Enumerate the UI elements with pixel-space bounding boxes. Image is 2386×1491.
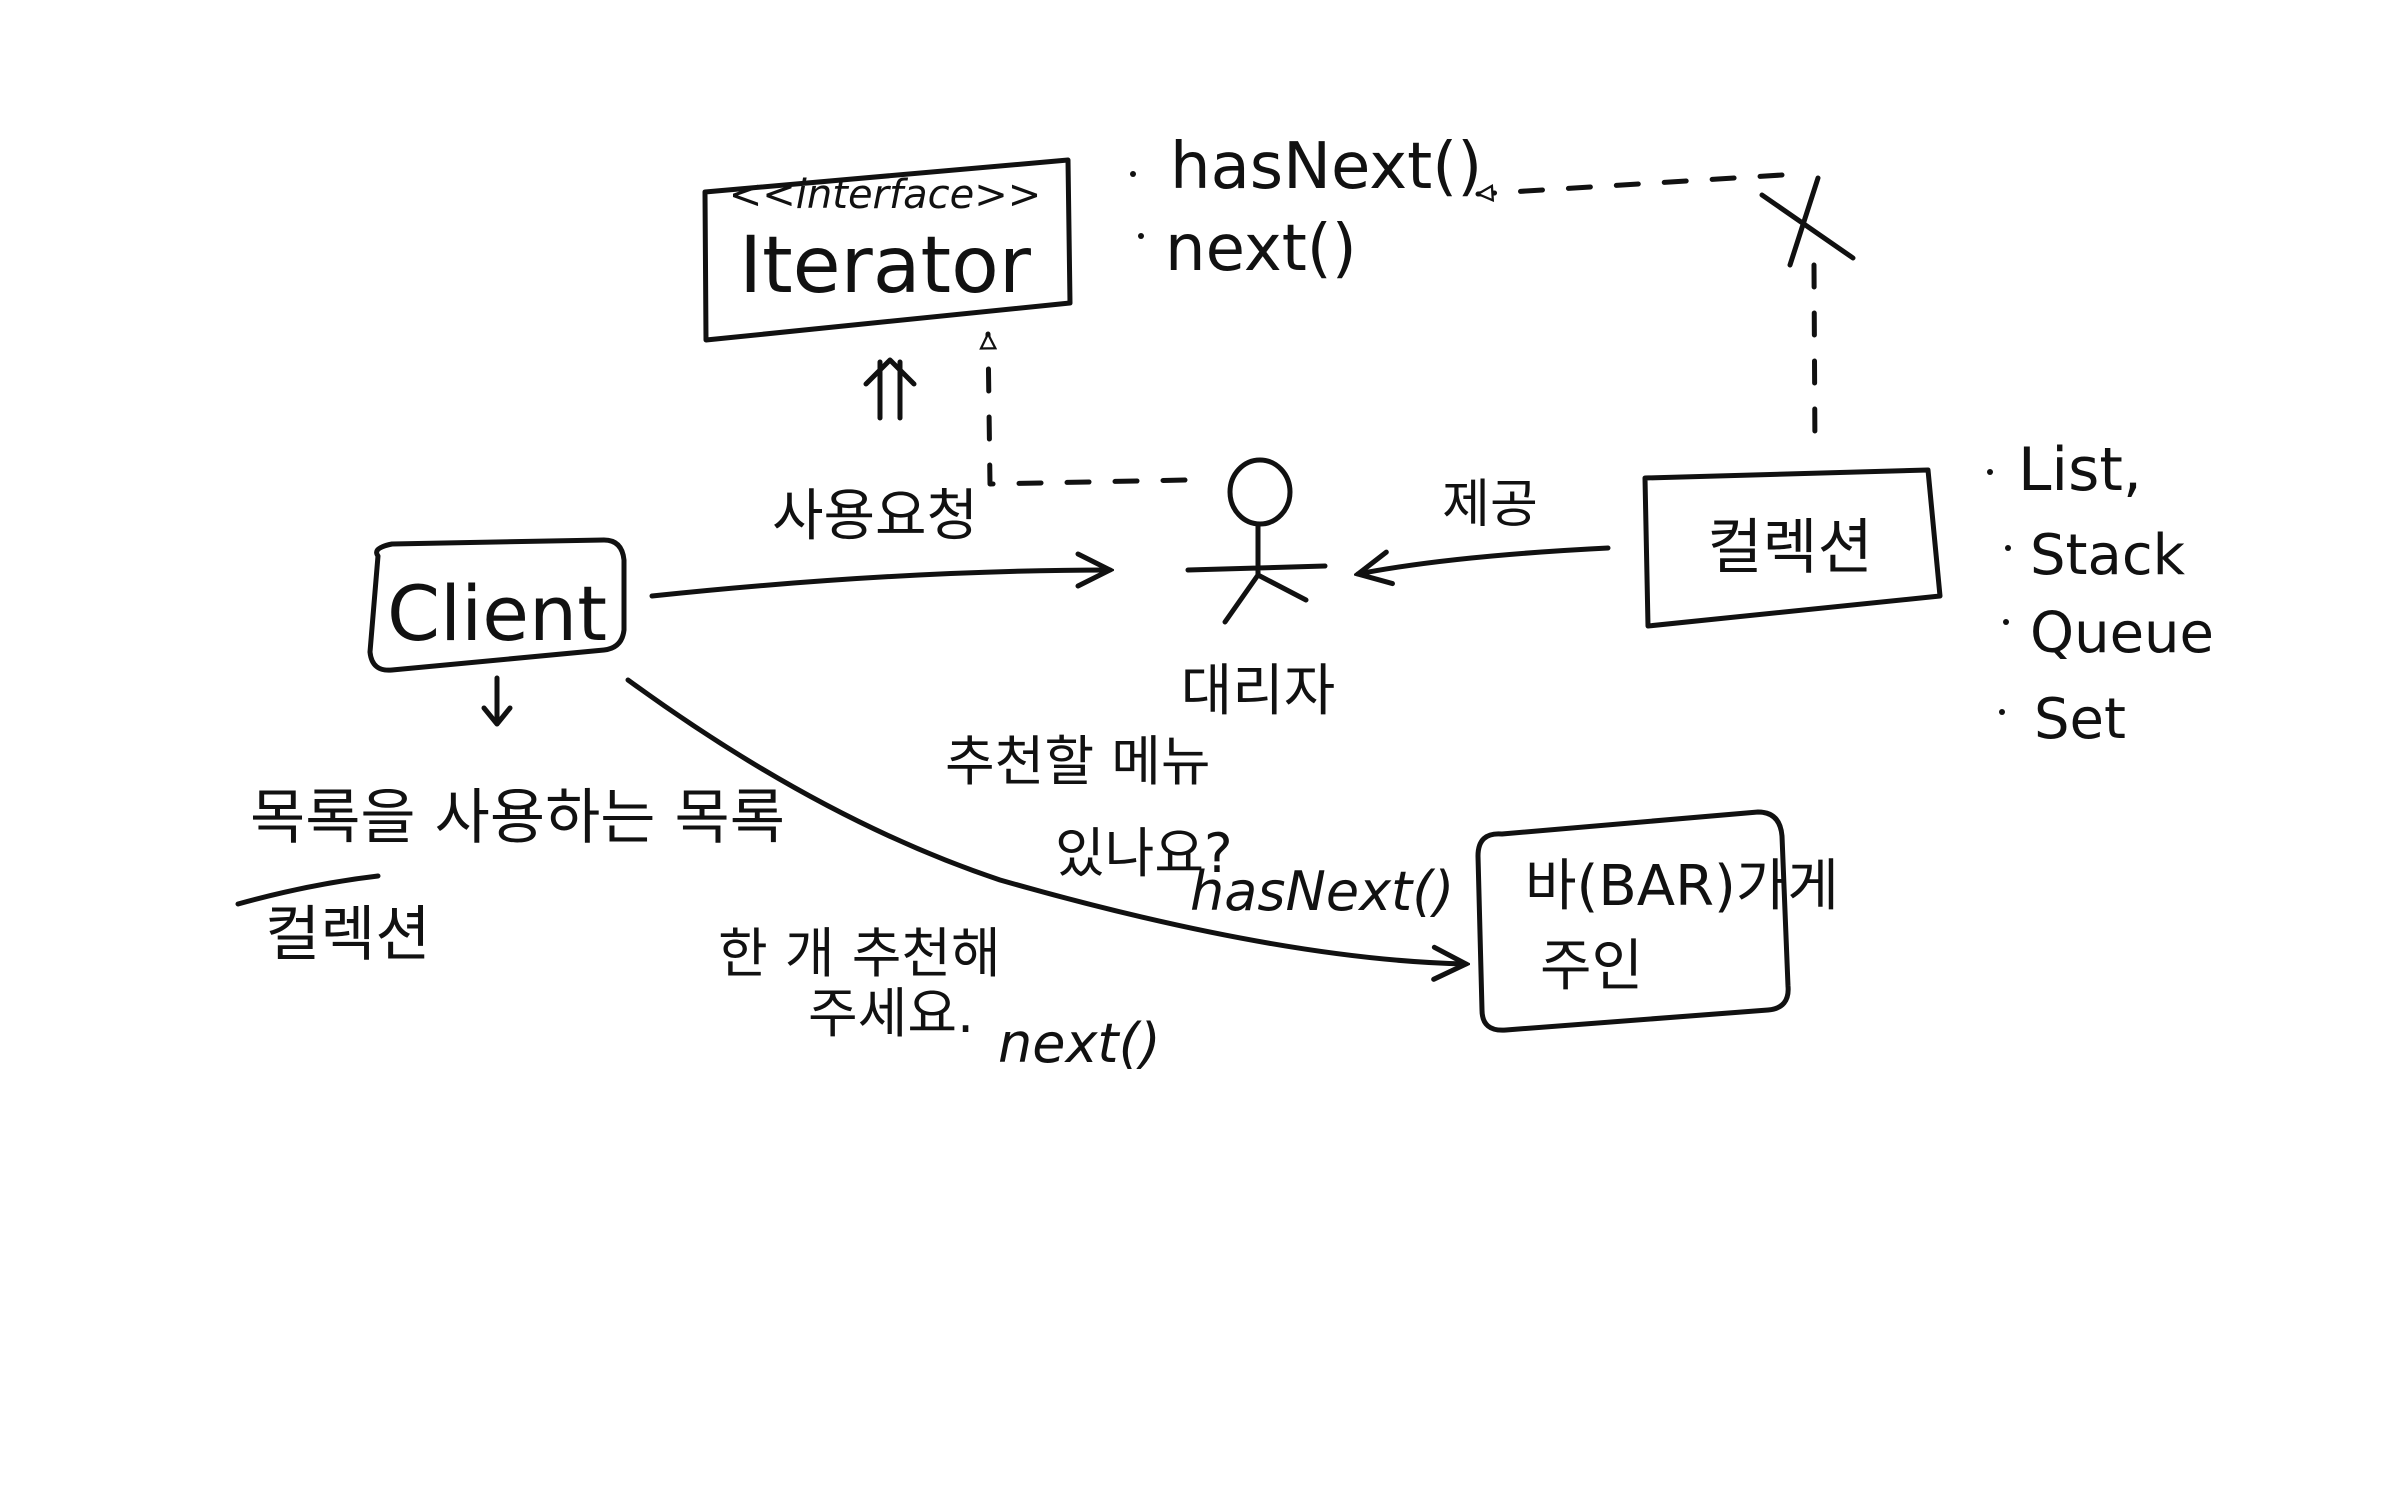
client-to-owner-edge [625,677,1466,964]
dialog-ask3: 한 개 추천해 [718,922,1001,985]
type-bullet [2003,619,2009,625]
realization-arrow [988,331,1188,487]
method-bullet [1138,233,1144,239]
dashed-line-to-collection [1811,262,1818,458]
method-next: next() [1165,212,1357,286]
double-up-arrow [863,357,917,421]
actor-label: 대리자 [1181,659,1336,724]
type-set: Set [2034,687,2126,752]
client-down-arrow [481,675,513,727]
bar-owner-line1: 바(BAR)가게 [1525,854,1839,919]
collection-name: 컬렉션 [1707,513,1873,583]
client-note: 목록을 사용하는 목록 컬렉션 [235,675,785,970]
iterator-box-outline [702,157,1073,343]
double-arrow-head [863,357,917,387]
client-box-outline [367,537,627,673]
type-queue: Queue [2030,601,2214,666]
collection-to-actor-arrow [1358,545,1611,574]
dialog-ask1-method: hasNext() [1190,860,1454,923]
type-bullet [1987,469,1993,475]
collection-types: List, Stack Queue Set [1987,435,2214,752]
dialog-lines: 추천할 메뉴 있나요? hasNext() 한 개 추천해 주세요. next(… [718,730,1454,1075]
client-note-underline [235,873,381,907]
bar-owner-box-outline [1475,809,1791,1033]
client-to-actor-arrow [649,570,1110,599]
client-box: Client [367,537,627,673]
dependency-to-iterator [1475,172,1856,458]
actor-body-icon [1185,521,1328,625]
bar-owner-box: 바(BAR)가게 주인 [1475,809,1839,1033]
client-note-line1: 목록을 사용하는 목록 [250,783,785,853]
actor-head-icon [1227,457,1293,527]
use-request-edge: 사용요청 [649,484,1110,599]
bar-owner-line2: 주인 [1540,934,1643,999]
type-list: List, [2018,435,2142,505]
dialog-ask3-method: next() [998,1012,1161,1075]
x-mark [1759,175,1856,268]
type-bullet [2005,545,2011,551]
client-to-owner-arrow [625,677,1466,964]
method-bullet [1130,171,1136,177]
client-name: Client [387,569,607,658]
delegate-actor: 대리자 [1181,457,1336,724]
client-note-line2: 컬렉션 [265,900,431,970]
iterator-methods: hasNext() next() [1130,130,1482,286]
dashed-arrow-to-methods [1475,172,1785,194]
collection-box: 컬렉션 [1642,467,1943,629]
provide-edge: 제공 [1358,475,1611,574]
method-has-next: hasNext() [1170,130,1482,204]
dialog-ask2: 있나요? [1055,822,1233,885]
type-stack: Stack [2030,523,2186,588]
dialog-ask4: 주세요. [808,982,974,1045]
iterator-interface-box: <<interface>> Iterator [702,157,1073,343]
dashed-realization-line [988,331,1188,487]
iterator-name: Iterator [739,221,1032,311]
iterator-stereotype: <<interface>> [729,172,1041,218]
dialog-ask1: 추천할 메뉴 [945,730,1211,793]
use-request-label: 사용요청 [772,484,978,549]
collection-box-outline [1642,467,1943,629]
type-bullet [1999,709,2005,715]
provide-label: 제공 [1442,475,1538,535]
